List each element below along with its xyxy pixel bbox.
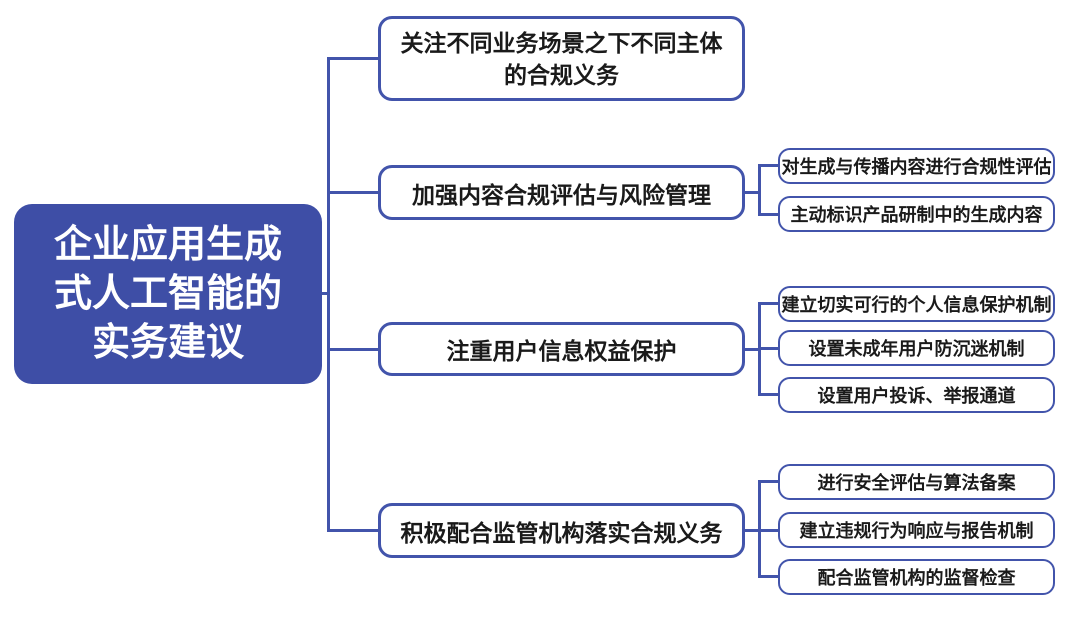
connector-leaf-4-3	[758, 575, 778, 578]
leaf-node: 设置未成年用户防沉迷机制	[778, 330, 1055, 366]
connector-branch-3-stub	[745, 348, 761, 351]
leaf-node: 配合监管机构的监督检查	[778, 559, 1055, 595]
connector-branch-3	[327, 348, 378, 351]
connector-branch-1	[327, 57, 378, 60]
leaf-node: 对生成与传播内容进行合规性评估	[778, 148, 1055, 184]
connector-main-trunk	[327, 57, 330, 532]
branch-node-user-info-protection: 注重用户信息权益保护	[378, 322, 745, 376]
connector-branch-2-trunk	[758, 164, 761, 216]
connector-leaf-3-1	[758, 302, 778, 305]
connector-leaf-4-2	[758, 529, 778, 532]
leaf-node: 设置用户投诉、举报通道	[778, 377, 1055, 413]
connector-leaf-2-2	[758, 213, 778, 216]
branch-node-regulator-cooperation: 积极配合监管机构落实合规义务	[378, 503, 745, 558]
connector-branch-4	[327, 529, 378, 532]
connector-branch-2-stub	[745, 191, 761, 194]
connector-leaf-4-1	[758, 480, 778, 483]
branch-node-compliance-obligations: 关注不同业务场景之下不同主体 的合规义务	[378, 16, 745, 101]
connector-branch-4-stub	[745, 529, 761, 532]
connector-leaf-2-1	[758, 164, 778, 167]
leaf-node: 主动标识产品研制中的生成内容	[778, 196, 1055, 232]
connector-branch-2	[327, 191, 378, 194]
leaf-node: 建立切实可行的个人信息保护机制	[778, 286, 1055, 322]
connector-root-stub	[321, 292, 330, 295]
connector-leaf-3-3	[758, 393, 778, 396]
root-node: 企业应用生成 式人工智能的 实务建议	[14, 204, 322, 384]
branch-node-content-compliance: 加强内容合规评估与风险管理	[378, 165, 745, 220]
connector-leaf-3-2	[758, 347, 778, 350]
leaf-node: 进行安全评估与算法备案	[778, 464, 1055, 500]
leaf-node: 建立违规行为响应与报告机制	[778, 512, 1055, 548]
